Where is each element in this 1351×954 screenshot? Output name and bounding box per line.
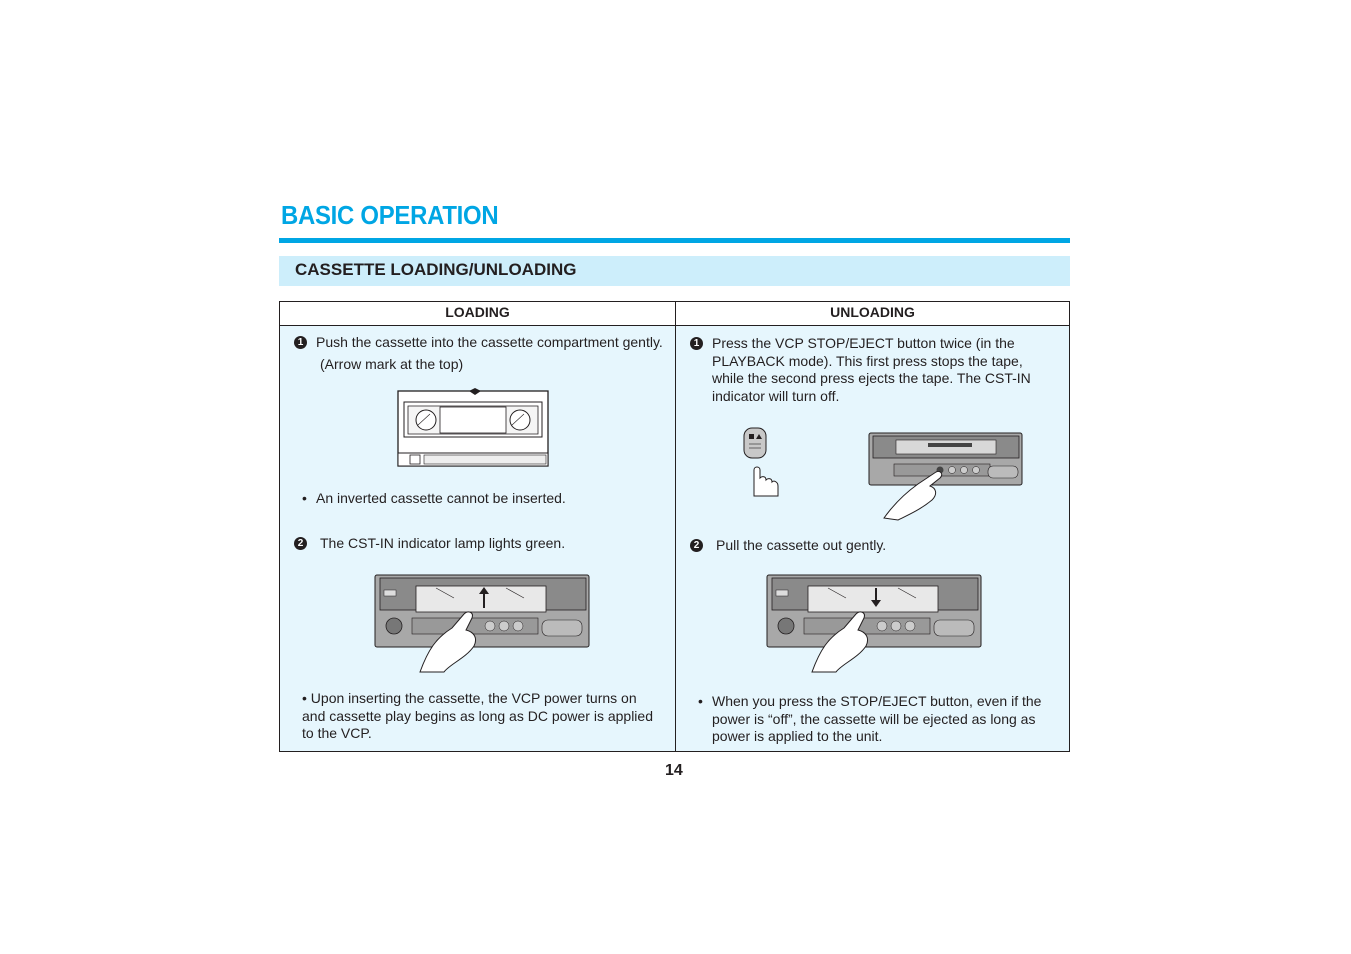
vcp-remove-illustration <box>766 574 982 673</box>
loading-step1-text: Push the cassette into the cassette comp… <box>316 334 663 350</box>
loading-bullet2: Upon inserting the cassette, the VCP pow… <box>302 690 653 741</box>
step-2-number-icon: 2 <box>294 537 307 550</box>
section-title: CASSETTE LOADING/UNLOADING <box>295 260 577 279</box>
unloading-bullet1: When you press the STOP/EJECT button, ev… <box>712 693 1042 744</box>
bullet-icon: • <box>302 690 311 706</box>
vcp-insert-illustration <box>374 574 590 673</box>
unloading-step2-text: Pull the cassette out gently. <box>716 537 887 553</box>
bullet-icon: • <box>302 490 307 506</box>
step-2-number-icon: 2 <box>690 539 703 552</box>
column-divider <box>675 302 676 751</box>
loading-bullet2-group: • Upon inserting the cassette, the VCP p… <box>302 690 662 743</box>
unloading-step1-text: Press the VCP STOP/EJECT button twice (i… <box>712 335 1031 404</box>
title-rule <box>279 238 1070 243</box>
loading-step1-note: (Arrow mark at the top) <box>320 356 464 372</box>
step-1-number-icon: 1 <box>294 336 307 349</box>
stop-eject-button-illustration <box>743 427 779 497</box>
page-number: 14 <box>665 762 683 779</box>
loading-bullet1: An inverted cassette cannot be inserted. <box>316 490 566 506</box>
unloading-column: 1 Press the VCP STOP/EJECT button twice … <box>676 326 1070 751</box>
loading-step2-text: The CST-IN indicator lamp lights green. <box>320 535 566 551</box>
unloading-heading: UNLOADING <box>830 304 915 320</box>
cassette-illustration <box>397 388 549 467</box>
page-title: BASIC OPERATION <box>281 200 499 230</box>
instruction-table: LOADING UNLOADING 1 Push the cassette in… <box>279 301 1070 752</box>
bullet-icon: • <box>698 693 703 709</box>
loading-heading: LOADING <box>445 304 510 320</box>
vcp-eject-illustration <box>868 432 1023 521</box>
section-band: CASSETTE LOADING/UNLOADING <box>279 256 1070 286</box>
table-header-row: LOADING UNLOADING <box>280 302 1069 326</box>
step-1-number-icon: 1 <box>690 337 703 350</box>
loading-column: 1 Push the cassette into the cassette co… <box>280 326 674 751</box>
